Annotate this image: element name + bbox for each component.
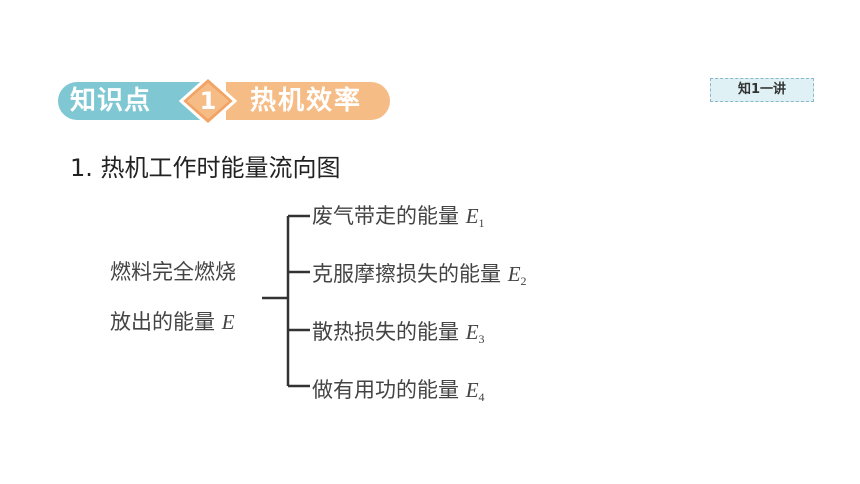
- flow-item-label: 克服摩擦损失的能量: [312, 262, 501, 286]
- flow-item-useful-work: 做有用功的能量 E4: [312, 374, 485, 405]
- flow-item-label: 散热损失的能量: [312, 320, 459, 344]
- source-line-1: 燃料完全燃烧: [110, 260, 236, 284]
- source-label: 放出的能量: [110, 310, 215, 334]
- lesson-tag: 知1一讲: [710, 78, 814, 102]
- banner-badge-number: 1: [199, 87, 217, 115]
- flow-bracket: [262, 214, 310, 388]
- flow-item-exhaust: 废气带走的能量 E1: [312, 200, 485, 231]
- flow-item-variable: E4: [465, 378, 485, 404]
- diamond-badge-icon: [179, 76, 237, 126]
- page-heading: 1. 热机工作时能量流向图: [70, 154, 341, 182]
- source-line-2: 放出的能量 E: [110, 306, 235, 336]
- banner-left-label: 知识点: [70, 86, 152, 116]
- source-variable: E: [221, 310, 235, 334]
- banner-right-pill: [226, 82, 390, 120]
- flow-item-variable: E1: [465, 204, 485, 230]
- flow-item-label: 做有用功的能量: [312, 378, 459, 402]
- flow-item-variable: E3: [465, 320, 485, 346]
- banner-right-label: 热机效率: [250, 86, 363, 116]
- section-banner: 知识点 1 热机效率: [58, 76, 390, 126]
- flow-item-friction: 克服摩擦损失的能量 E2: [312, 258, 527, 289]
- flow-item-variable: E2: [507, 262, 527, 288]
- flow-item-heat-loss: 散热损失的能量 E3: [312, 316, 485, 347]
- flow-item-label: 废气带走的能量: [312, 204, 459, 228]
